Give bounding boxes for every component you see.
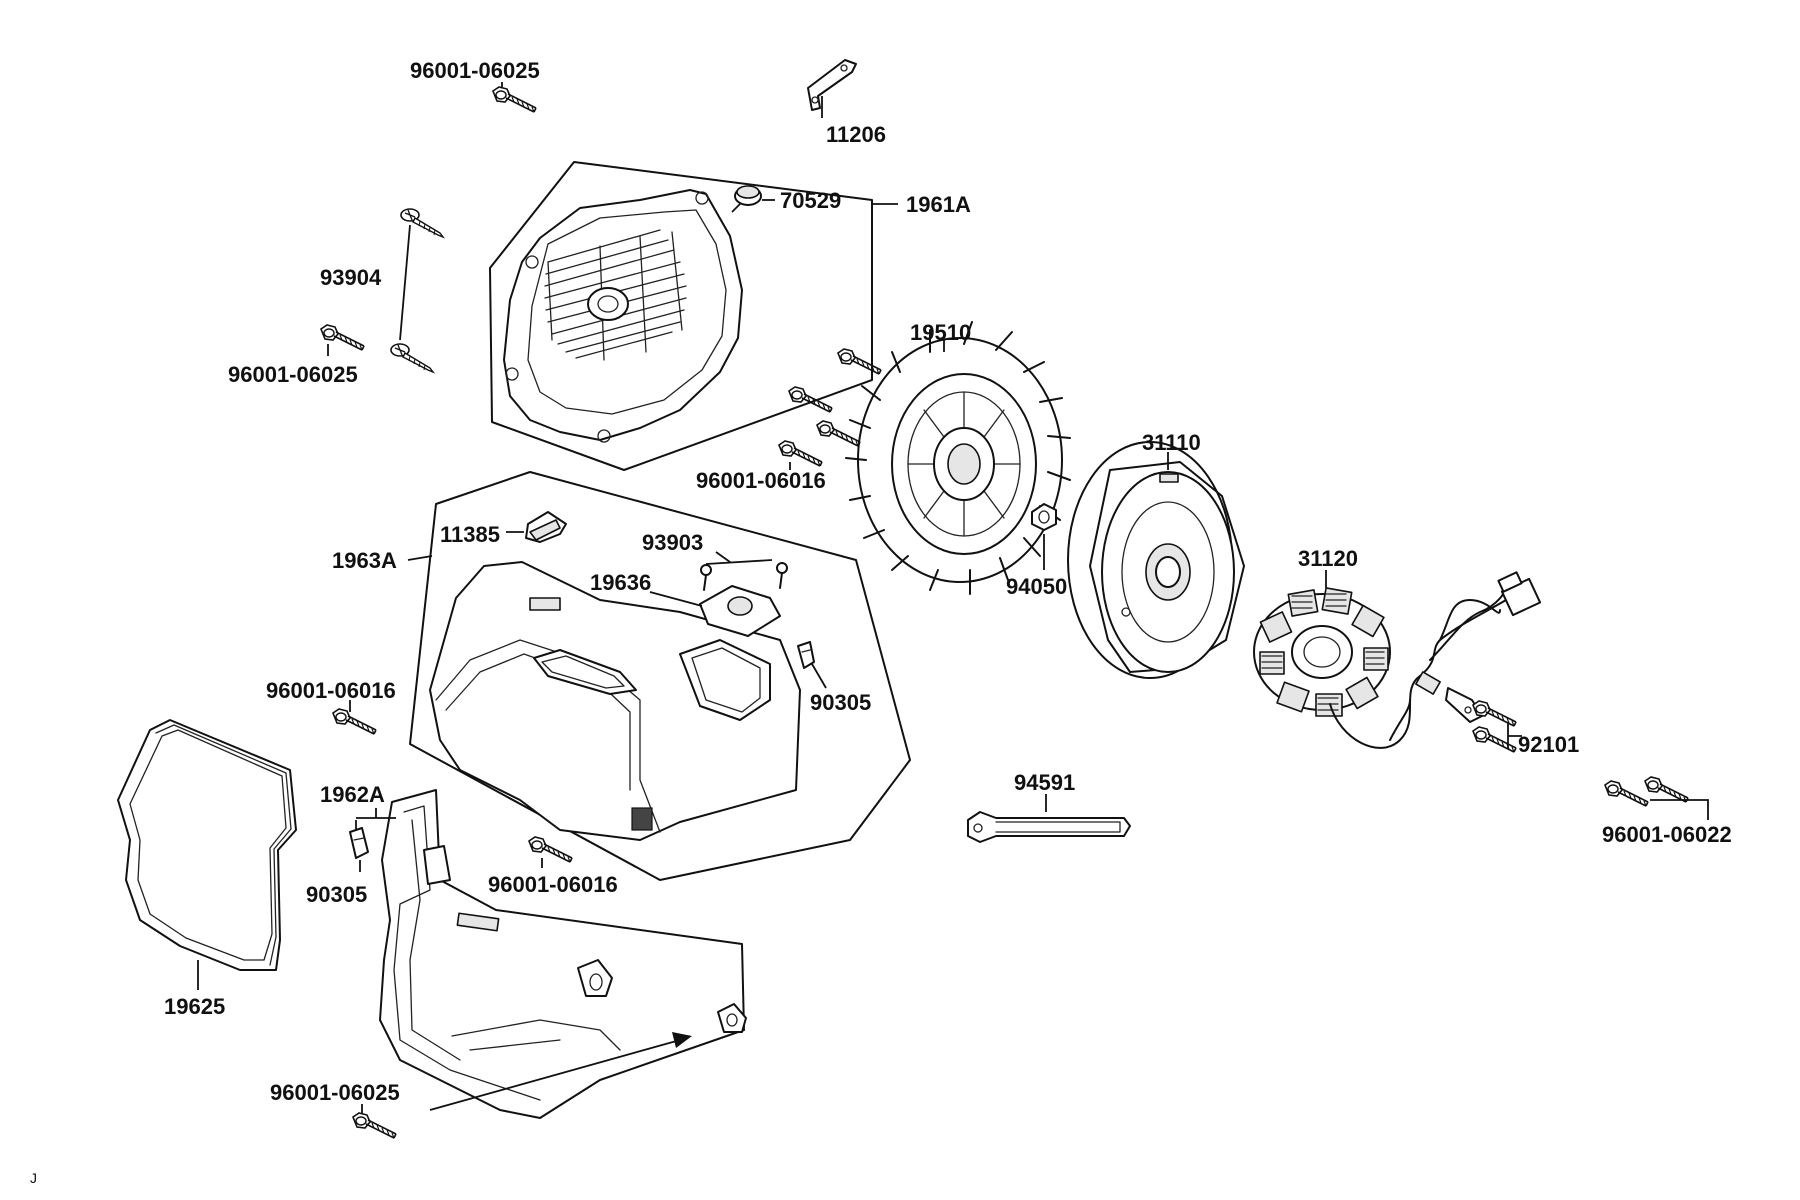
label-1961A: 1961A: [906, 192, 971, 217]
nut-94050: [1031, 503, 1057, 570]
bolt-96001-06016-fan-3: [816, 420, 861, 447]
label-96001-06025-left: 96001-06025: [228, 362, 358, 387]
bolt-96001-06022-1: [1604, 780, 1649, 807]
clip-11385: [506, 511, 567, 543]
cooling-fan-19510: [845, 321, 1071, 595]
bolt-96001-06016-fan-1: [837, 348, 882, 375]
label-96001-06025-bottom: 96001-06025: [270, 1080, 400, 1105]
outline-1961A-group: [489, 161, 873, 471]
installation-arrow: [429, 1032, 692, 1111]
label-93904: 93904: [320, 265, 382, 290]
label-92101: 92101: [1518, 732, 1579, 757]
corner-mark: J: [30, 1170, 37, 1186]
stator-wire-harness: [1329, 571, 1542, 749]
screw-93903-1: [700, 564, 712, 591]
gasket-19625: [117, 719, 297, 990]
label-19625: 19625: [164, 994, 225, 1019]
label-1962A: 1962A: [320, 782, 385, 807]
label-31120: 31120: [1298, 546, 1358, 571]
flywheel-31110: [1067, 441, 1245, 679]
label-19636: 19636: [590, 570, 651, 595]
label-96001-06016-left: 96001-06016: [266, 678, 396, 703]
label-96001-06016-fan: 96001-06016: [696, 468, 826, 493]
label-90305-right: 90305: [810, 690, 871, 715]
clip-nut-90305-left: [349, 820, 369, 872]
clip-nut-90305-right: [797, 641, 827, 689]
bolt-96001-06025-top: [492, 82, 537, 113]
label-70529: 70529: [780, 188, 841, 213]
shroud-1963A: [429, 561, 801, 841]
fan-cover: [503, 189, 743, 443]
screw-93904-upper: [400, 208, 444, 238]
screw-92101-upper: [1472, 700, 1517, 727]
label-96001-06022: 96001-06022: [1602, 822, 1732, 847]
stator-31120: [1253, 570, 1391, 717]
label-94050: 94050: [1006, 574, 1067, 599]
bolt-96001-06016-fan-4: [778, 440, 823, 467]
flywheel-holder-94591: [967, 794, 1131, 843]
screw-92101-lower: [1472, 726, 1517, 753]
screw-93904-lower: [390, 343, 434, 373]
label-96001-06016-bottom: 96001-06016: [488, 872, 618, 897]
label-90305-left: 90305: [306, 882, 367, 907]
cover-plate-19636: [649, 585, 781, 637]
label-94591: 94591: [1014, 770, 1075, 795]
bracket-11206: [807, 59, 857, 118]
label-19510: 19510: [910, 320, 971, 345]
bolt-96001-06025-bottom: [352, 1104, 397, 1139]
screw-93903-2: [776, 562, 788, 589]
bolt-96001-06025-left: [320, 324, 365, 356]
label-11385: 11385: [440, 522, 500, 547]
outline-1963A-group: [409, 471, 911, 881]
plug-70529: [731, 185, 775, 213]
label-93903: 93903: [642, 530, 703, 555]
label-1963A: 1963A: [332, 548, 397, 573]
bolt-96001-06022-2: [1644, 776, 1689, 803]
label-96001-06025-top: 96001-06025: [410, 58, 540, 83]
label-11206: 11206: [826, 122, 886, 147]
label-31110: 31110: [1142, 430, 1201, 455]
lower-cover-1962A: [379, 789, 747, 1119]
bolt-96001-06016-bottom: [528, 836, 573, 868]
bolt-96001-06016-left: [332, 700, 377, 735]
